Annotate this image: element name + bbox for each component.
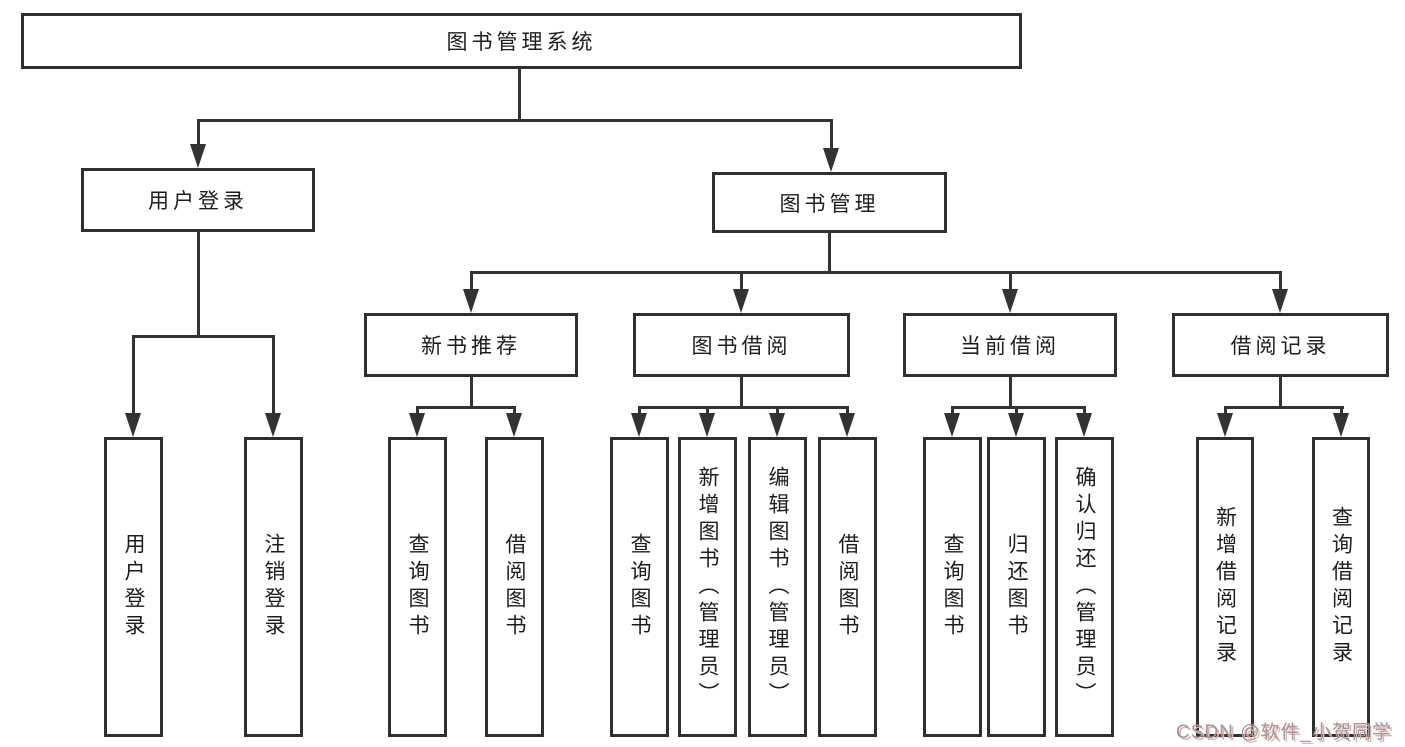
leaf-label: 新增借阅记录 [1213,506,1237,668]
node-current-borrow: 当前借阅 [903,313,1117,377]
node-label: 新书推荐 [421,335,521,358]
node-root-label: 图书管理系统 [446,31,597,54]
leaf-query-book-3: 查询图书 [923,437,982,737]
leaf-label: 借阅图书 [503,533,526,641]
leaf-query-book-2: 查询图书 [610,437,669,737]
arrow-down-icon [265,413,281,437]
node-book-borrow: 图书借阅 [633,313,850,377]
connector-drop [1083,406,1086,416]
connector-drop [197,119,200,150]
arrow-down-icon [1076,413,1092,437]
arrow-down-icon [409,413,425,437]
node-label: 借阅记录 [1230,335,1331,358]
node-root: 图书管理系统 [21,13,1022,69]
node-book-management-label: 图书管理 [779,192,880,216]
connector-bar [951,406,1086,409]
arrow-down-icon [699,413,715,437]
node-user-login: 用户登录 [81,168,315,232]
leaf-confirm-return: 确认归还（管理员） [1055,437,1114,737]
connector-stem [197,231,200,337]
connector-drop [1340,406,1343,416]
leaf-label: 注销登录 [262,533,285,641]
arrow-down-icon [823,148,839,172]
arrow-down-icon [1002,289,1018,313]
leaf-label: 新增图书（管理员） [696,465,719,709]
connector-drop [1015,406,1018,416]
arrow-down-icon [1333,413,1349,437]
leaf-label: 借阅图书 [836,533,859,641]
csdn-watermark: CSDN @软件_小贺同学 [1176,722,1392,743]
node-new-book-recommend: 新书推荐 [364,313,578,377]
connector-stem [1279,375,1282,408]
leaf-label: 归还图书 [1005,533,1028,641]
leaf-borrow-book-2: 借阅图书 [818,437,877,737]
leaf-return-book: 归还图书 [987,437,1046,737]
leaf-label: 查询图书 [406,533,429,641]
connector-drop [1224,406,1227,416]
leaf-label: 查询图书 [941,533,964,641]
arrow-down-icon [1008,413,1024,437]
connector-drop [132,335,135,415]
connector-root-bar [197,119,833,122]
connector-drop [846,406,849,416]
connector-drop [776,406,779,416]
leaf-user-login: 用户登录 [104,437,163,737]
connector-stem [740,375,743,408]
leaf-edit-book-admin: 编辑图书（管理员） [748,437,807,737]
leaf-query-borrow-record: 查询借阅记录 [1312,437,1370,737]
connector-drop [1279,271,1282,293]
connector-drop [470,271,473,293]
connector-bar [638,406,849,409]
leaf-label: 编辑图书（管理员） [766,465,789,709]
connector-bar [470,271,1282,274]
arrow-down-icon [506,413,522,437]
node-user-login-label: 用户登录 [148,190,248,213]
arrow-down-icon [733,289,749,313]
connector-stem [828,232,831,274]
arrow-down-icon [631,413,647,437]
arrow-down-icon [769,413,785,437]
node-label: 当前借阅 [960,335,1060,358]
connector-drop [513,406,516,416]
node-borrow-record: 借阅记录 [1172,313,1389,377]
leaf-label: 用户登录 [122,533,145,641]
arrow-down-icon [463,289,479,313]
leaf-logout: 注销登录 [244,437,303,737]
node-book-management: 图书管理 [712,172,947,233]
connector-bar [1224,406,1344,409]
connector-drop [830,119,833,152]
connector-drop [272,335,275,415]
leaf-label: 查询图书 [628,533,651,641]
connector-drop [416,406,419,416]
node-label: 图书借阅 [691,335,792,358]
connector-bar [416,406,516,409]
connector-stem [1009,375,1012,408]
arrow-down-icon [1217,413,1233,437]
connector-root-stem [518,67,521,121]
leaf-add-borrow-record: 新增借阅记录 [1196,437,1254,737]
leaf-query-book-1: 查询图书 [388,437,447,737]
connector-stem [470,375,473,408]
connector-drop [951,406,954,416]
arrow-down-icon [125,413,141,437]
connector-drop [706,406,709,416]
leaf-label: 查询借阅记录 [1329,506,1353,668]
leaf-add-book-admin: 新增图书（管理员） [678,437,737,737]
arrow-down-icon [190,144,206,168]
connector-drop [638,406,641,416]
leaf-borrow-book-1: 借阅图书 [485,437,544,737]
arrow-down-icon [1272,289,1288,313]
connector-drop [740,271,743,293]
leaf-label: 确认归还（管理员） [1073,465,1096,709]
arrow-down-icon [839,413,855,437]
connector-drop [1009,271,1012,293]
arrow-down-icon [944,413,960,437]
connector-bar [132,335,275,338]
